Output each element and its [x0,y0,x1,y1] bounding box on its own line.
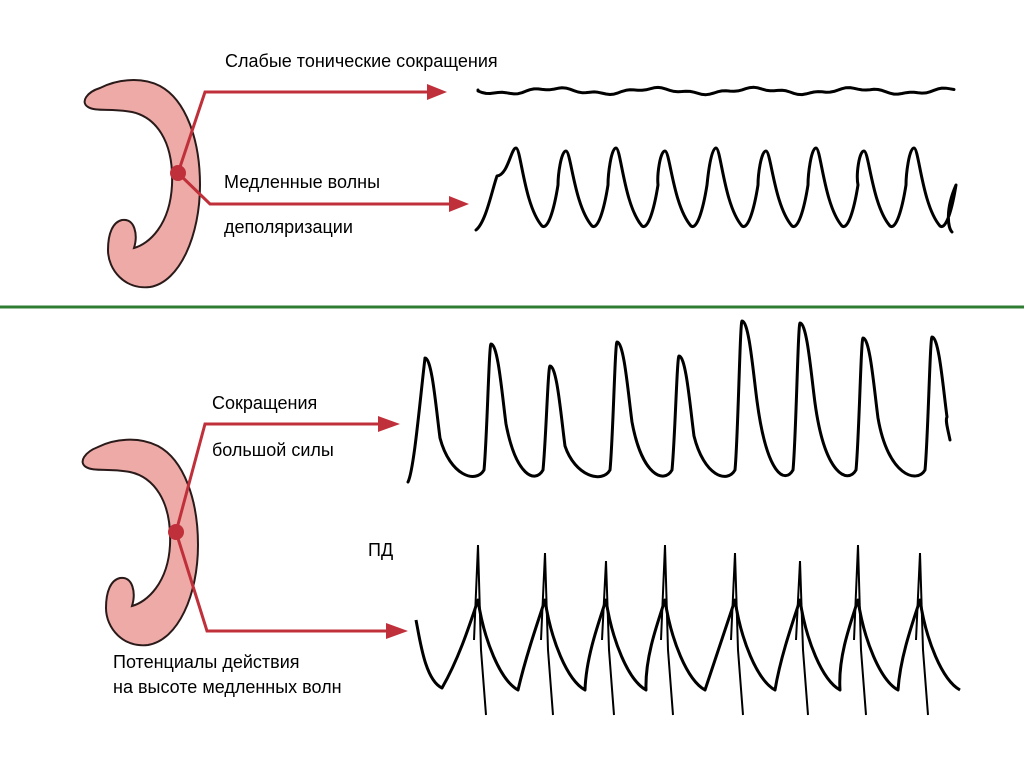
label-action-potentials-line1: Потенциалы действия [113,652,300,672]
arrowhead-strong-contractions [378,416,400,432]
label-contractions-line2: большой силы [212,440,334,460]
action-potential-spike [660,544,674,716]
label-tonic-contractions: Слабые тонические сокращения [225,51,498,71]
arrow-to-tonic [176,90,430,174]
action-potential-spike [915,552,929,716]
stomach-icon-top [83,79,202,289]
strong-contraction-trace [406,319,952,484]
action-potential-trace-group [414,544,961,716]
arrow-to-slow-waves [176,171,452,206]
tonic-contraction-trace [476,85,956,97]
electrode-dot-bottom [168,524,184,540]
electrode-dot-top [170,165,186,181]
action-potential-spike [540,552,554,716]
action-potential-spike [795,560,809,716]
label-slow-waves-line2: деполяризации [224,217,353,237]
action-potential-spike [473,544,487,716]
arrowhead-slow-waves [449,196,469,212]
stomach-icon-bottom [81,438,200,647]
label-contractions-line1: Сокращения [212,393,318,413]
arrow-to-strong-contractions [174,422,380,533]
action-potential-spike [601,560,615,716]
slow-wave-trace [474,146,958,234]
arrowhead-action-potentials [386,623,408,639]
arrow-to-action-potentials [174,531,388,633]
action-potential-spike [730,552,744,716]
label-action-potentials-line2: на высоте медленных волн [113,677,342,697]
bottom-panel [81,319,961,716]
label-slow-waves-line1: Медленные волны [224,172,381,192]
top-panel [83,79,958,289]
label-pd: ПД [368,540,394,560]
action-potential-baseline [414,598,961,692]
action-potential-spike [853,544,867,716]
arrowhead-tonic [427,84,447,100]
